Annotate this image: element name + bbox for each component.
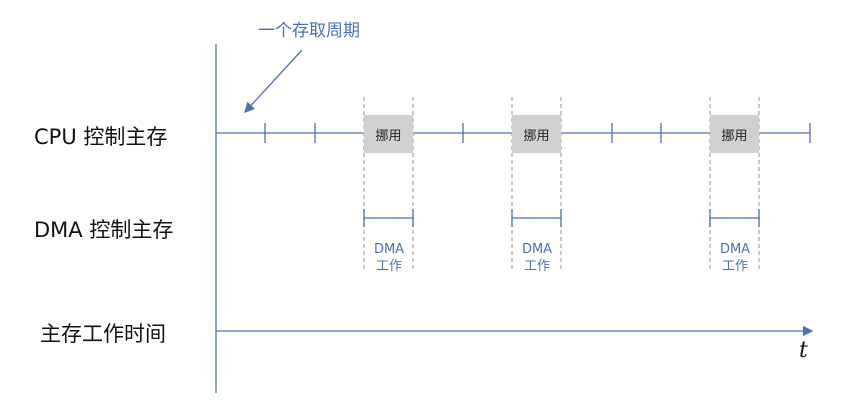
occupy-label: 挪用 <box>375 128 402 144</box>
dma-work-line2: 工作 <box>375 259 402 274</box>
annotation-label: 一个存取周期 <box>258 21 360 41</box>
occupy-label: 挪用 <box>721 128 748 144</box>
occupy-block: 挪用 <box>512 115 561 153</box>
time-axis-label: t <box>799 338 808 363</box>
occupy-block: 挪用 <box>710 115 759 153</box>
dma-work-label: DMA 工作 <box>364 241 414 275</box>
annotation-arrow <box>244 49 303 113</box>
occupy-label: 挪用 <box>523 128 550 144</box>
dma-work-line1: DMA <box>719 242 751 257</box>
row-label-memory: 主存工作时间 <box>40 322 166 346</box>
dma-work-label: DMA 工作 <box>512 241 562 275</box>
occupy-block: 挪用 <box>364 115 413 153</box>
dma-work-label: DMA 工作 <box>710 241 760 275</box>
dma-work-line2: 工作 <box>721 259 748 274</box>
dma-work-line1: DMA <box>521 242 553 257</box>
row-label-dma: DMA 控制主存 <box>34 218 174 242</box>
dma-work-line2: 工作 <box>523 259 550 274</box>
row-label-cpu: CPU 控制主存 <box>34 125 168 149</box>
dma-work-line1: DMA <box>373 242 405 257</box>
